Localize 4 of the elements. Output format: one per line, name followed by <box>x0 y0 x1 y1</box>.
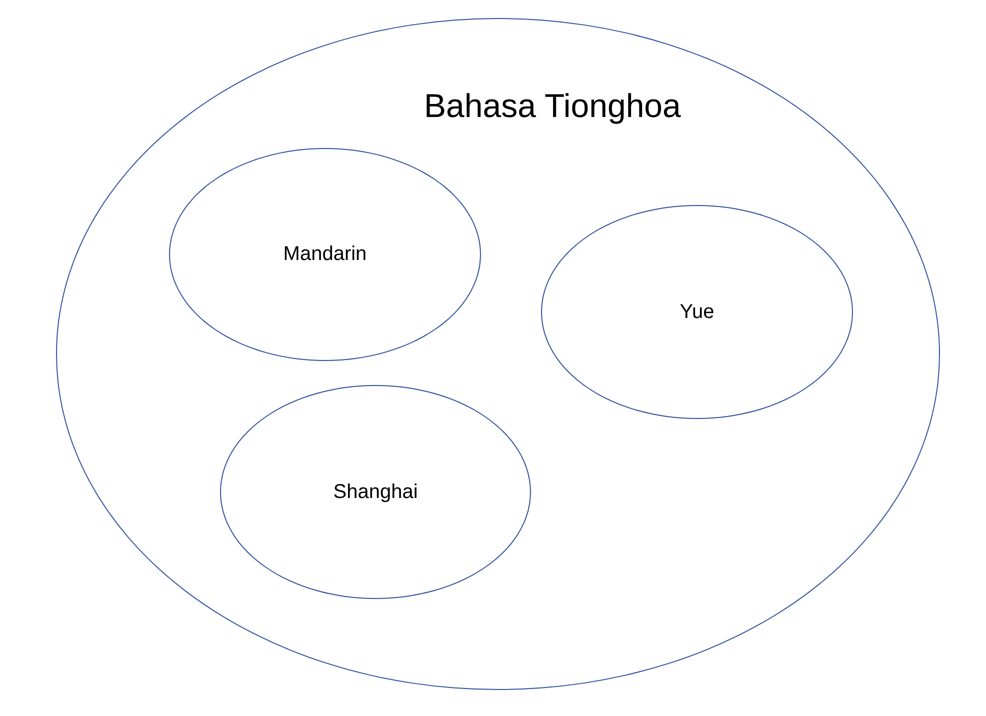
node-label: Yue <box>680 300 714 324</box>
node-label: Mandarin <box>283 243 367 266</box>
node-label: Shanghai <box>333 480 418 504</box>
group-title: Bahasa Tionghoa <box>424 87 681 125</box>
